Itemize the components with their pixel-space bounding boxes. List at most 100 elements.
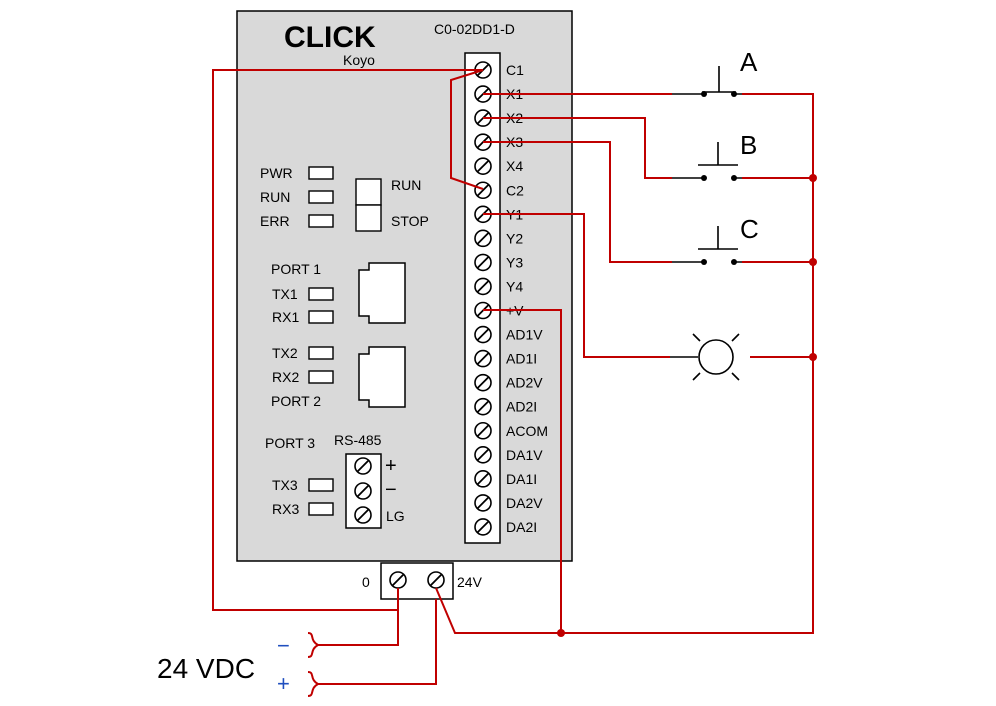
contact-dot: [701, 91, 707, 97]
power-zero-label: 0: [362, 574, 370, 590]
port2-rx-label: RX2: [272, 369, 299, 385]
lamp-rays-icon: [692, 333, 740, 381]
screw-terminal-icon: [474, 421, 492, 440]
lamp-icon: [698, 339, 734, 375]
terminal-label-y4: Y4: [506, 278, 523, 294]
supply: 24 VDC − +: [157, 632, 319, 697]
port2-tx-label: TX2: [272, 345, 298, 361]
port2-title: PORT 2: [271, 393, 321, 409]
junction-dot: [809, 174, 817, 182]
junction-dot: [557, 629, 565, 637]
screw-terminal-icon: [354, 506, 372, 524]
wire-x2: [483, 117, 672, 179]
screw-terminal-icon: [474, 518, 492, 536]
terminal-label-x4: X4: [506, 158, 523, 174]
port1-tx-label: TX1: [272, 286, 298, 302]
contact-dot: [731, 91, 737, 97]
wire-supply-plus: [318, 599, 437, 685]
port3-type: RS-485: [334, 432, 382, 448]
terminal-label-da1v: DA1V: [506, 447, 543, 463]
screw-terminal-icon: [474, 229, 492, 248]
switch-a-label: A: [740, 47, 758, 77]
terminal-label-c1: C1: [506, 62, 524, 78]
port3-minus: −: [385, 479, 397, 501]
run-stop-switch: RUN STOP: [355, 177, 429, 232]
port3-rx-label: RX3: [272, 501, 299, 517]
break-symbol-icon: [307, 632, 319, 658]
supply-label: 24 VDC: [157, 653, 255, 684]
screw-terminal-icon: [474, 253, 492, 272]
led-tx1-icon: [308, 287, 334, 301]
power-terminal-block: 0 24V: [362, 562, 483, 600]
status-leds: PWR RUN ERR: [260, 165, 334, 229]
terminal-screws: [474, 61, 492, 536]
junction-dot: [809, 353, 817, 361]
break-symbol-icon: [307, 671, 319, 697]
screw-terminal-icon: [474, 397, 492, 416]
terminal-label-ad1v: AD1V: [506, 327, 543, 343]
port1: PORT 1 TX1 RX1: [271, 261, 406, 325]
plc-unit: CLICK Koyo C0-02DD1-D PWR RUN ERR RUN ST…: [236, 10, 573, 562]
pushbutton-b: B: [672, 130, 757, 181]
junction-dot: [809, 258, 817, 266]
screw-terminal-icon: [474, 445, 492, 464]
port3-lg: LG: [386, 508, 405, 524]
switch-stop-label: STOP: [391, 213, 429, 229]
wire-x3: [483, 141, 672, 263]
screw-terminal-icon: [354, 457, 372, 475]
screw-terminal-icon: [474, 470, 492, 488]
terminal-label-ad1i: AD1I: [506, 351, 537, 367]
pushbutton-switch-icon: [672, 226, 742, 263]
terminal-label-c2: C2: [506, 182, 524, 198]
wire-y1: [483, 213, 670, 358]
rj45-port-icon: [358, 346, 406, 408]
supply-plus: +: [277, 671, 290, 696]
switch-run-position: [355, 178, 382, 206]
power-screws: [389, 571, 445, 589]
rs485-screws: [354, 457, 372, 524]
plc-brand: CLICK: [284, 21, 376, 54]
port3-plus: +: [385, 455, 397, 477]
led-rx1-icon: [308, 310, 334, 324]
screw-terminal-icon: [389, 571, 407, 589]
led-tx3-icon: [308, 478, 334, 492]
screw-terminal-icon: [354, 482, 372, 500]
port1-title: PORT 1: [271, 261, 321, 277]
screw-terminal-icon: [474, 157, 492, 175]
pushbutton-c: C: [672, 214, 759, 265]
terminal-label-da1i: DA1I: [506, 471, 537, 487]
led-rx2-icon: [308, 370, 334, 384]
led-pwr-icon: [308, 166, 334, 180]
screw-terminal-icon: [474, 277, 492, 296]
rj45-port-icon: [358, 262, 406, 324]
terminal-label-y3: Y3: [506, 254, 523, 270]
led-label-pwr: PWR: [260, 165, 293, 181]
terminal-label-da2v: DA2V: [506, 495, 543, 511]
switch-c-label: C: [740, 214, 759, 244]
lamp: [670, 333, 740, 381]
wire-plus-v: [483, 309, 562, 633]
port3-title: PORT 3: [265, 435, 315, 451]
terminal-label-ad2i: AD2I: [506, 399, 537, 415]
power-24v-label: 24V: [457, 574, 483, 590]
switch-run-label: RUN: [391, 177, 421, 193]
led-label-run: RUN: [260, 189, 290, 205]
terminal-label-da2i: DA2I: [506, 519, 537, 535]
pushbutton-switch-icon: [672, 142, 742, 179]
plc-model: C0-02DD1-D: [434, 21, 515, 37]
screw-terminal-icon: [474, 325, 492, 344]
supply-minus: −: [277, 633, 290, 658]
screw-terminal-icon: [474, 349, 492, 368]
plc-maker: Koyo: [343, 52, 375, 68]
terminal-label-ad2v: AD2V: [506, 375, 543, 391]
contact-dot: [731, 175, 737, 181]
port1-rx-label: RX1: [272, 309, 299, 325]
led-rx3-icon: [308, 502, 334, 516]
screw-terminal-icon: [474, 373, 492, 392]
led-run-icon: [308, 190, 334, 204]
screw-terminal-icon: [474, 494, 492, 512]
screw-terminal-icon: [427, 571, 445, 589]
terminal-labels: C1X1X2X3X4C2Y1Y2Y3Y4+VAD1VAD1IAD2VAD2IAC…: [506, 62, 548, 535]
pushbutton-a: A: [672, 47, 758, 97]
